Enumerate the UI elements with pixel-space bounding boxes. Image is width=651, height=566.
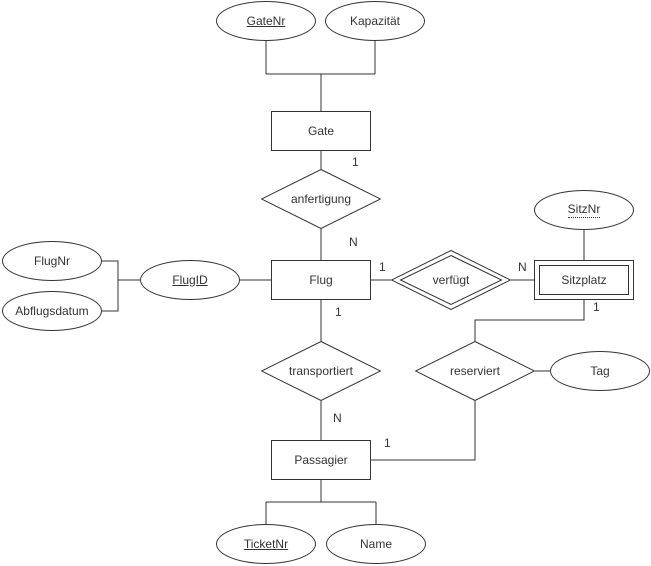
relationship-verfuegt[interactable]: verfügt	[391, 250, 511, 310]
attribute-sitznr[interactable]: SitzNr	[534, 190, 634, 230]
entity-flug-label: Flug	[309, 272, 333, 287]
attribute-gatenr[interactable]: GateNr	[216, 1, 316, 41]
attribute-tag[interactable]: Tag	[550, 351, 650, 391]
entity-gate[interactable]: Gate	[271, 111, 371, 151]
attribute-abflugsdatum-label: Abflugsdatum	[15, 303, 89, 318]
attribute-kapazitaet-label: Kapazität	[349, 13, 401, 28]
entity-sitzplatz-label: Sitzplatz	[561, 272, 607, 287]
attribute-flugid[interactable]: FlugID	[140, 260, 240, 300]
cardinality-flug-transportiert: 1	[335, 305, 342, 319]
relationship-transportiert[interactable]: transportiert	[261, 341, 381, 401]
attribute-abflugsdatum[interactable]: Abflugsdatum	[2, 291, 102, 331]
edge-reserviert-passagier	[371, 401, 476, 461]
cardinality-flug-verfuegt: 1	[379, 260, 386, 274]
attribute-kapazitaet[interactable]: Kapazität	[325, 1, 425, 41]
cardinality-anfertigung-flug: N	[349, 235, 358, 249]
attribute-gatenr-label: GateNr	[246, 13, 286, 28]
edge-flugnr-abflugsdatum-bus	[102, 260, 119, 312]
attribute-tag-label: Tag	[590, 363, 610, 378]
entity-passagier-label: Passagier	[294, 452, 348, 467]
attribute-flugnr[interactable]: FlugNr	[2, 241, 102, 281]
diamond-shape	[261, 341, 381, 401]
relationship-transportiert-label: transportiert	[288, 363, 354, 378]
attribute-ticketnr[interactable]: TicketNr	[216, 524, 316, 564]
cardinality-passagier-reserviert: 1	[384, 436, 391, 450]
attribute-name-label: Name	[359, 536, 392, 551]
entity-passagier[interactable]: Passagier	[271, 440, 371, 480]
attribute-flugnr-label: FlugNr	[33, 253, 70, 268]
cardinality-sitzplatz-reserviert: 1	[593, 300, 600, 314]
diamond-shape	[415, 341, 535, 401]
cardinality-gate-anfertigung: 1	[352, 155, 359, 169]
cardinality-verfuegt-sitzplatz: N	[518, 260, 527, 274]
entity-gate-label: Gate	[307, 123, 334, 138]
attribute-sitznr-label: SitzNr	[567, 202, 601, 218]
entity-flug[interactable]: Flug	[271, 260, 371, 300]
relationship-reserviert-label: reserviert	[449, 363, 500, 378]
attribute-ticketnr-label: TicketNr	[243, 536, 289, 551]
attribute-name[interactable]: Name	[326, 524, 426, 564]
attribute-flugid-label: FlugID	[172, 272, 208, 287]
diamond-shape	[261, 169, 381, 229]
cardinality-transportiert-passagier: N	[333, 411, 342, 425]
relationship-reserviert[interactable]: reserviert	[415, 341, 535, 401]
entity-sitzplatz[interactable]: Sitzplatz	[534, 260, 634, 300]
relationship-anfertigung-label: anfertigung	[290, 191, 352, 206]
relationship-verfuegt-label: verfügt	[432, 272, 470, 287]
double-diamond-shape	[391, 250, 511, 310]
edge-sitzplatz-reserviert	[474, 300, 585, 341]
relationship-anfertigung[interactable]: anfertigung	[261, 169, 381, 229]
